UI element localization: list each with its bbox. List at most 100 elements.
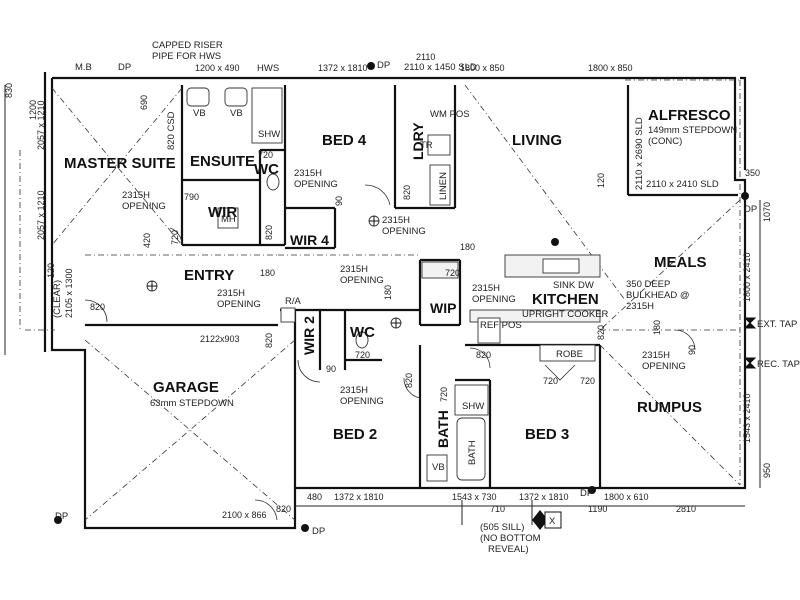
room-kitchen: KITCHEN <box>532 291 599 308</box>
note-pipe-hws: PIPE FOR HWS <box>152 51 221 62</box>
room-wir4: WIR 4 <box>290 232 329 248</box>
dim-1800x850-b: 1800 x 850 <box>588 63 633 73</box>
note-vb-1: VB <box>193 108 206 119</box>
room-rumpus: RUMPUS <box>637 399 702 416</box>
note-sld-living: 2110 x 1450 SLD <box>404 62 477 73</box>
dim-2122x903: 2122x903 <box>200 334 240 344</box>
dim-820-d: 820 <box>264 333 274 348</box>
room-entry: ENTRY <box>184 267 234 284</box>
bath-vanity <box>426 454 448 482</box>
note-bath-tub: BATH <box>467 440 478 465</box>
opening-rumpus-h: 2315H <box>642 350 670 361</box>
dim-720-e: 720 <box>543 376 558 386</box>
room-labels: MASTER SUITE ENSUITE WC WIR BED 4 LDRY L… <box>64 107 731 448</box>
room-bath: BATH <box>435 410 451 448</box>
dim-720-g: 720 <box>439 387 449 402</box>
ref-pos <box>477 317 501 344</box>
dim-2110: 2110 <box>416 52 435 62</box>
dim-710: 710 <box>490 504 505 514</box>
dim-1200x490: 1200 x 490 <box>195 63 240 73</box>
room-wir: WIR <box>208 204 237 221</box>
room-wc-2: WC <box>350 324 375 341</box>
note-sld-alfresco-1: 2110 x 2690 SLD <box>634 117 645 190</box>
ra-box <box>280 307 296 323</box>
note-ext-tap: EXT. TAP <box>757 319 797 330</box>
dim-820-e: 820 <box>404 373 414 388</box>
dim-90-b: 90 <box>326 364 336 374</box>
opening-entry1: OPENING <box>340 275 384 286</box>
note-bulkhead-2: BULKHEAD @ <box>626 290 690 301</box>
note-shw-ensuite: SHW <box>258 129 280 140</box>
note-dw: DW <box>578 280 594 291</box>
note-hws: HWS <box>257 63 279 74</box>
note-sink: SINK <box>553 280 576 291</box>
dim-820-c: 820 <box>402 185 412 200</box>
kitchen-bench <box>469 309 601 323</box>
dim-790: 790 <box>184 192 199 202</box>
dimension-lines <box>4 85 761 525</box>
ensuite-shower <box>251 87 283 144</box>
vanity-2 <box>224 87 248 107</box>
dim-720-b: 720 <box>258 150 273 160</box>
dim-2810: 2810 <box>676 504 696 514</box>
note-alfresco-conc: (CONC) <box>648 136 682 147</box>
opening-bed4-h: 2315H <box>294 168 322 179</box>
room-garage: GARAGE <box>153 379 219 396</box>
linen-shelf <box>429 164 451 206</box>
dim-1200: 1200 <box>28 100 38 120</box>
dim-2105x1300: 2105 x 1300 <box>64 268 74 318</box>
note-vb-bath: VB <box>432 462 445 473</box>
note-tr: TR <box>420 140 433 151</box>
dim-90-a: 90 <box>334 196 344 206</box>
note-dp-bottomright: DP <box>580 488 593 499</box>
ceiling-lines <box>19 79 741 521</box>
note-alfresco-stepdown: 149mm STEPDOWN <box>648 125 737 136</box>
note-ra: R/A <box>285 296 302 307</box>
dim-1543x2410: 1543 x 2410 <box>742 393 752 443</box>
note-garage-stepdown: 63mm STEPDOWN <box>150 398 234 409</box>
room-bed4: BED 4 <box>322 132 367 149</box>
opening-master-h: 2315H <box>122 190 150 201</box>
dim-820-f: 820 <box>476 350 491 360</box>
dim-820-a: 820 <box>90 302 105 312</box>
bath-shower <box>454 384 489 416</box>
note-dp-bottommid: DP <box>312 526 325 537</box>
wip-shelf <box>421 261 459 279</box>
bath-tub <box>456 417 486 481</box>
dim-2100x866: 2100 x 866 <box>222 510 267 520</box>
opening-kitchen-h: 2315H <box>472 283 500 294</box>
opening-living: OPENING <box>382 226 426 237</box>
dim-1800x610: 1800 x 610 <box>604 492 649 502</box>
note-dp-bottomleft: DP <box>55 511 68 522</box>
note-dp-top: DP <box>118 62 131 73</box>
room-meals: MEALS <box>654 254 707 271</box>
note-wm-pos: WM POS <box>430 109 470 120</box>
dim-180-b: 180 <box>260 268 275 278</box>
laundry-tub <box>427 134 451 156</box>
opening-entry2: OPENING <box>217 299 261 310</box>
dim-120-b: 120 <box>46 263 56 278</box>
light-symbols <box>54 62 749 532</box>
dim-180-d: 180 <box>652 320 662 335</box>
note-sill-2: (NO BOTTOM <box>480 533 541 544</box>
dim-690: 690 <box>139 95 149 110</box>
fixtures <box>186 87 601 482</box>
robe-bed3 <box>539 344 596 362</box>
door-swings <box>84 184 696 521</box>
note-vb-2: VB <box>230 108 243 119</box>
note-sill-3: REVEAL) <box>488 544 529 555</box>
dim-830: 830 <box>4 83 14 98</box>
note-linen: LINEN <box>438 172 449 200</box>
dim-1372x1810-top: 1372 x 1810 <box>318 63 368 73</box>
dim-2057x1210-b: 2057 x 1210 <box>36 190 46 240</box>
dim-1190: 1190 <box>588 504 607 514</box>
opening-bed2: OPENING <box>340 396 384 407</box>
opening-entry1-h: 2315H <box>340 264 368 275</box>
note-x-marker: X <box>549 516 556 527</box>
opening-rumpus: OPENING <box>642 361 686 372</box>
wc-toilet-2 <box>355 331 369 349</box>
opening-bed2-h: 2315H <box>340 385 368 396</box>
note-dp-topmid: DP <box>377 60 390 71</box>
dim-820-g: 820 <box>596 325 606 340</box>
